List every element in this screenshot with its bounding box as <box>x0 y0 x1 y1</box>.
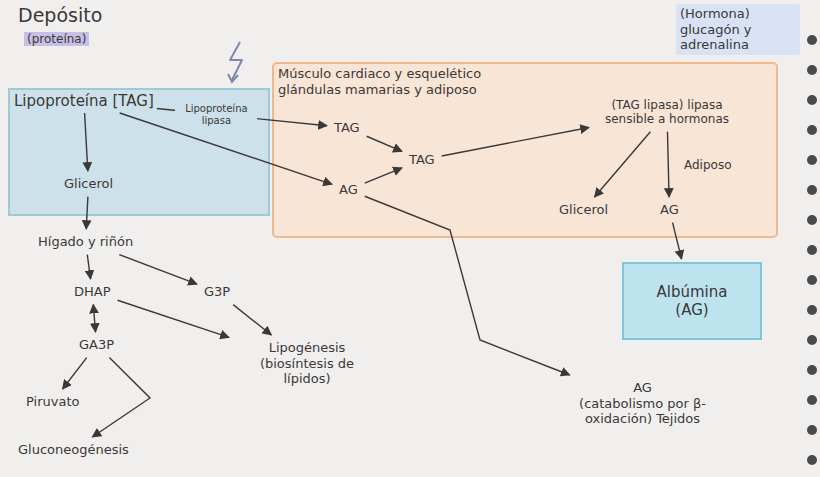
tissue-note: Adiposo <box>684 158 732 172</box>
hormone-note: (Hormona) glucagón y adrenalina <box>676 4 800 55</box>
organ-label: Hígado y riñón <box>34 232 137 252</box>
lightning-symbol <box>230 42 242 80</box>
process-label: Lipogénesis (biosíntesis de lípidos) <box>232 338 382 389</box>
node-text: Glicerol <box>64 176 113 192</box>
node-text: Glicerol <box>559 202 608 218</box>
flow-arrow <box>118 300 229 337</box>
node-text: TAG <box>409 152 435 168</box>
enzyme-note: (TAG lipasa) lipasa sensible a hormonas <box>592 96 742 129</box>
metabolite: Glicerol <box>60 174 117 194</box>
node-text: AG <box>660 202 679 218</box>
node-text: Gluconeogénesis <box>18 442 129 458</box>
node-text: GA3P <box>79 337 114 353</box>
flow-arrow <box>233 305 271 335</box>
metabolite: TAG <box>330 118 364 138</box>
metabolite: DHAP <box>70 282 115 302</box>
metabolite: TAG <box>405 150 439 170</box>
flow-arrow <box>365 168 402 183</box>
node-text: Lipogénesis (biosíntesis de lípidos) <box>236 340 378 387</box>
flow-arrow <box>442 127 589 155</box>
metabolite: G3P <box>200 282 234 302</box>
lightning-symbol <box>228 74 238 82</box>
node-text: TAG <box>334 120 360 136</box>
metabolite: AG <box>335 180 362 200</box>
heading-note: Depósito <box>18 4 102 27</box>
node-text: AG <box>339 182 358 198</box>
carrier-box: Albúmina (AG) <box>622 262 762 340</box>
node-text: (TAG lipasa) lipasa sensible a hormonas <box>596 98 738 127</box>
node-text: (catabolismo por β-oxidación) Tejidos <box>559 396 726 427</box>
node-text: DHAP <box>74 284 111 300</box>
node-text: Piruvato <box>26 394 79 410</box>
node-text: Lipoproteína [TAG] <box>14 92 154 110</box>
node-text: Músculo cardiaco y esquelético glándulas… <box>278 66 548 97</box>
flow-arrow <box>87 255 90 279</box>
flow-arrow <box>673 223 682 259</box>
flow-arrow <box>667 132 669 197</box>
process-label: Gluconeogénesis <box>14 440 133 460</box>
flow-arrow <box>595 132 651 197</box>
flow-arrow <box>93 305 95 332</box>
highlight-note: (proteína) <box>24 32 89 46</box>
fate-note: AG(catabolismo por β-oxidación) Tejidos <box>555 378 730 429</box>
flow-arrow <box>85 113 88 171</box>
flow-arrow <box>365 196 570 375</box>
node-text: AG <box>633 380 652 396</box>
flow-arrow <box>119 255 197 285</box>
node-text: (Hormona) glucagón y adrenalina <box>680 6 796 53</box>
metabolite: Piruvato <box>22 392 83 412</box>
flow-arrow <box>367 136 402 151</box>
flow-arrow <box>92 358 150 437</box>
node-text: G3P <box>204 284 230 300</box>
flow-arrow <box>86 197 88 229</box>
metabolite: AG <box>656 200 683 220</box>
flow-arrow <box>63 358 87 389</box>
metabolite: GA3P <box>75 335 118 355</box>
node-text: Albúmina (AG) <box>647 283 737 319</box>
node-text: Hígado y riñón <box>38 234 133 250</box>
edge-label: Lipoproteína lipasa <box>175 102 257 127</box>
tissue-box: Músculo cardiaco y esquelético glándulas… <box>272 62 778 238</box>
metabolite: Glicerol <box>555 200 612 220</box>
binder-holes <box>807 35 817 465</box>
